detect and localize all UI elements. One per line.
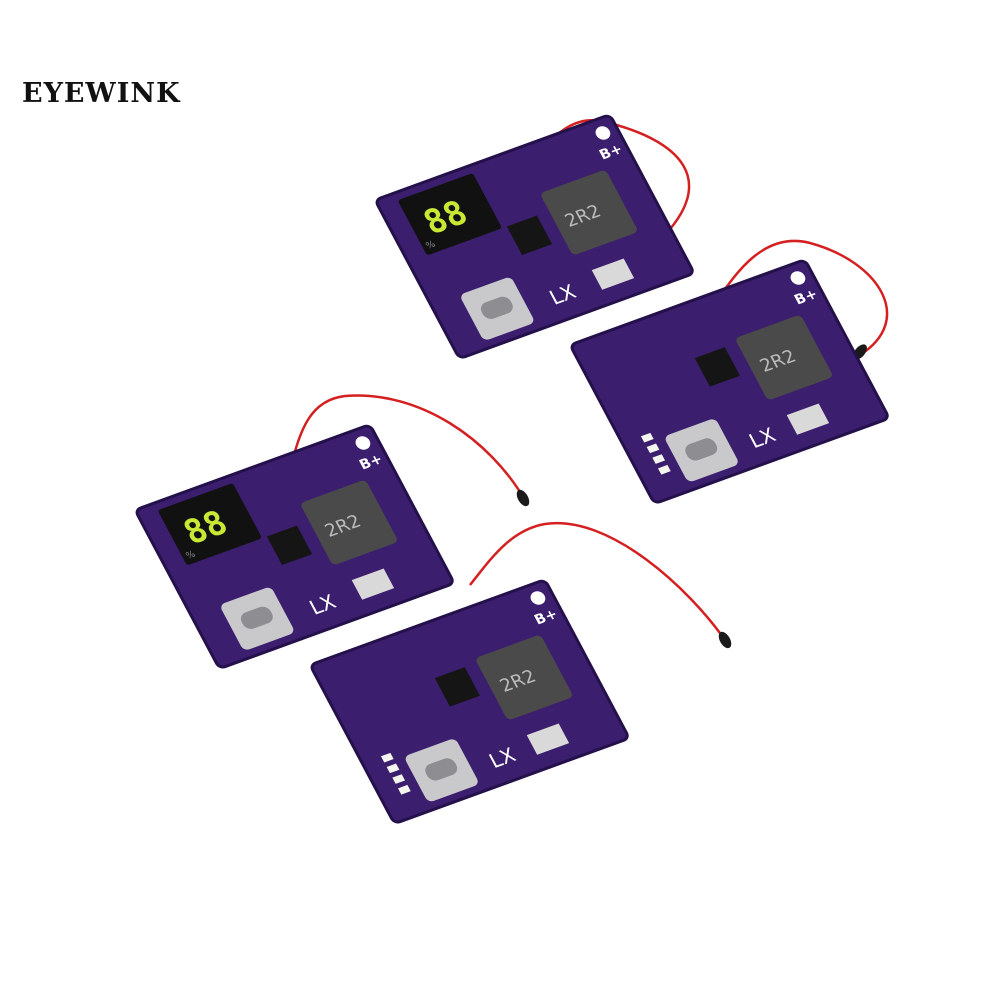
chip	[434, 667, 480, 707]
led-display	[398, 173, 502, 255]
pcb-board-4: 2R2 B+ LX	[310, 579, 629, 824]
brand-logo: EYEWINK	[22, 78, 181, 109]
inductor	[476, 635, 572, 720]
terminal-label: B+	[597, 141, 626, 163]
thermistor-probe-3	[516, 489, 530, 507]
led-display	[158, 483, 262, 565]
switch	[786, 403, 830, 435]
inductor	[736, 315, 832, 400]
switch	[351, 568, 395, 600]
pcb-board-2: 2R2 B+ LX	[570, 259, 889, 504]
status-leds	[380, 752, 411, 795]
pcb-board-3: 88 % 2R2 B+ LX	[135, 424, 454, 669]
switch	[526, 723, 570, 755]
chip	[694, 347, 740, 387]
status-leds	[640, 432, 671, 475]
terminal-label: B+	[357, 451, 386, 473]
chip	[506, 215, 553, 256]
percent-icon: %	[425, 240, 438, 252]
inductor	[301, 480, 397, 565]
chip	[266, 525, 313, 566]
percent-icon: %	[185, 550, 198, 562]
inductor	[541, 170, 637, 255]
pcb-board-1: 88 % 2R2 B+ LX	[375, 114, 694, 359]
terminal-label: B+	[792, 286, 821, 308]
switch	[591, 258, 635, 290]
terminal-label: B+	[532, 606, 561, 628]
thermistor-probe-4	[718, 631, 732, 649]
